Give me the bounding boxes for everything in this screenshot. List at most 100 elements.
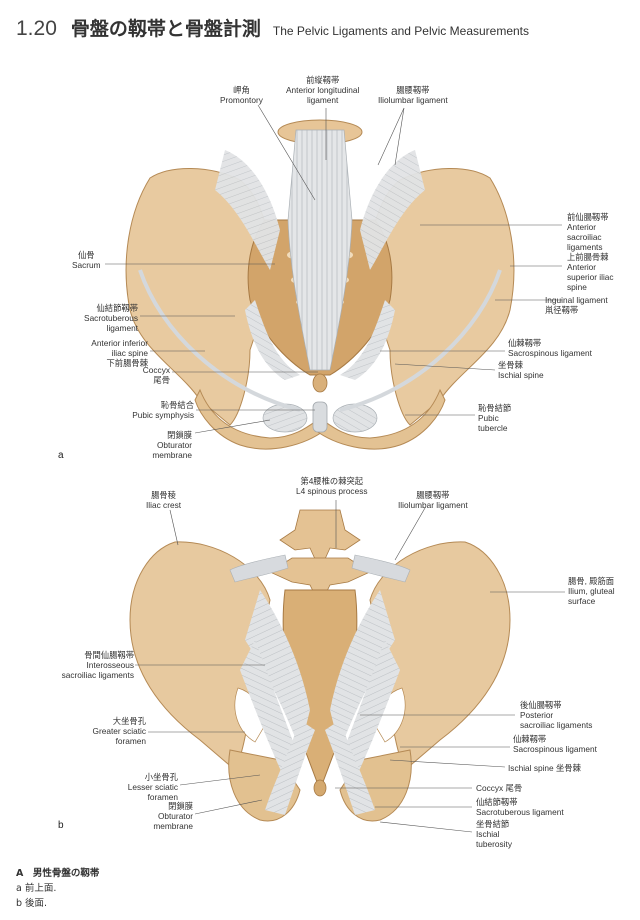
label-sacrospinous-ligament-b: 仙棘靱帯 Sacrospinous ligament (513, 734, 597, 754)
sacrospinous-b-en: Sacrospinous ligament (513, 744, 597, 754)
ischial-spine-b-jp: 坐骨棘 (555, 763, 581, 773)
interosseous-en2: sacroiliac ligaments (61, 670, 134, 680)
sacrum-en: Sacrum (72, 260, 101, 270)
interosseous-jp: 骨間仙腸靱帯 (84, 650, 134, 660)
anterior-longitudinal-en2: ligament (306, 95, 339, 105)
label-anterior-inferior-iliac-spine: Anterior inferior iliac spine 下前腸骨棘 (70, 338, 148, 368)
obturator-b-jp: 閉鎖膜 (168, 801, 193, 811)
sacrum-jp: 仙骨 (77, 250, 95, 260)
coccyx-jp: 尾骨 (153, 375, 170, 385)
anterior-sacroiliac-jp: 前仙腸靱帯 (567, 212, 609, 222)
lesser-sciatic-en1: Lesser sciatic (127, 782, 178, 792)
figure-a-anterosuperior-view: 岬角 Promontory 前縦靱帯 Anterior longitudinal… (0, 70, 640, 470)
lesser-sciatic-en2: foramen (147, 792, 178, 802)
iliolumbar-jp: 腸腰靱帯 (396, 85, 430, 95)
pubic-tubercle-jp: 恥骨結節 (478, 403, 512, 413)
ischial-tuberosity-jp: 坐骨結節 (476, 819, 510, 829)
label-promontory: 岬角 Promontory (220, 85, 263, 105)
label-anterior-sacroiliac-ligaments: 前仙腸靱帯 Anterior sacroiliac ligaments (567, 212, 609, 252)
asis-en2: superior iliac (567, 272, 614, 282)
greater-sciatic-jp: 大坐骨孔 (112, 716, 146, 726)
caption-b: b 後面. (16, 898, 48, 909)
label-lesser-sciatic-foramen: 小坐骨孔 Lesser sciatic foramen (106, 772, 178, 802)
label-interosseous-sacroiliac-ligaments: 骨間仙腸靱帯 Interosseous sacroiliac ligaments (50, 650, 134, 680)
ischial-tuberosity-en1: Ischial (476, 829, 500, 839)
anterior-longitudinal-jp: 前縦靱帯 (306, 75, 340, 85)
inguinal-jp: 鼡径靱帯 (545, 305, 579, 315)
label-obturator-membrane: 閉鎖膜 Obturator membrane (140, 430, 192, 460)
label-ischial-spine: 坐骨棘 Ischial spine (498, 360, 544, 380)
pubic-tubercle-en2: tubercle (478, 423, 508, 433)
ischial-spine-en: Ischial spine (498, 370, 544, 380)
section-number: 1.20 (16, 17, 57, 40)
iliolumbar-en: Iliolumbar ligament (378, 95, 448, 105)
label-greater-sciatic-foramen: 大坐骨孔 Greater sciatic foramen (76, 716, 146, 746)
inguinal-en: Inguinal ligament (545, 295, 608, 305)
asis-en3: spine (567, 282, 587, 292)
sacrospinous-en: Sacrospinous ligament (508, 348, 592, 358)
promontory-en: Promontory (220, 95, 263, 105)
ischial-spine-b-en: Ischial spine (508, 763, 554, 773)
posterior-sacroiliac-jp: 後仙腸靱帯 (520, 700, 562, 710)
promontory-jp: 岬角 (233, 85, 250, 95)
figure-a-letter: a (58, 450, 64, 461)
asis-jp: 上前腸骨棘 (567, 252, 609, 262)
figure-b-letter: b (58, 820, 64, 831)
obturator-en1: Obturator (156, 440, 192, 450)
obturator-en2: membrane (152, 450, 192, 460)
l4-en: L4 spinous process (296, 486, 368, 496)
greater-sciatic-en2: foramen (115, 736, 146, 746)
label-obturator-membrane-b: 閉鎖膜 Obturator membrane (136, 801, 193, 831)
sacrotuberous-b-en: Sacrotuberous ligament (476, 807, 564, 817)
coccyx-b-jp: 尾骨 (505, 783, 523, 793)
sacrotuberous-en1: Sacrotuberous (84, 313, 138, 323)
obturator-jp: 閉鎖膜 (167, 430, 192, 440)
obturator-b-en1: Obturator (157, 811, 193, 821)
figure-a-illustration (105, 104, 562, 450)
label-ischial-tuberosity: 坐骨結節 Ischial tuberosity (476, 819, 512, 849)
ischial-tuberosity-en2: tuberosity (476, 839, 512, 849)
posterior-sacroiliac-en1: Posterior (520, 710, 554, 720)
iliolumbar-b-jp: 腸腰靱帯 (416, 490, 450, 500)
coccyx-b-en: Coccyx (476, 783, 504, 793)
label-ischial-spine-b: Ischial spine 坐骨棘 (508, 763, 581, 773)
label-sacrotuberous-ligament: 仙結節靱帯 Sacrotuberous ligament (74, 303, 138, 333)
label-pubic-symphysis: 恥骨結合 Pubic symphysis (120, 400, 194, 420)
anterior-sacroiliac-en1: Anterior (567, 222, 597, 232)
caption-main: A 男性骨盤の靱帯 (16, 868, 100, 879)
label-sacrotuberous-ligament-b: 仙結節靱帯 Sacrotuberous ligament (476, 797, 564, 817)
label-coccyx-b: Coccyx 尾骨 (476, 783, 522, 793)
iliac-crest-jp: 腸骨稜 (151, 490, 176, 500)
label-inguinal-ligament: Inguinal ligament 鼡径靱帯 (545, 295, 608, 315)
ilium-en1: Ilium, gluteal (568, 586, 615, 596)
label-iliac-crest: 腸骨稜 Iliac crest (146, 490, 181, 510)
label-l4-spinous-process: 第4腰椎の棘突起 L4 spinous process (296, 476, 368, 496)
label-posterior-sacroiliac-ligaments: 後仙腸靱帯 Posterior sacroiliac ligaments (520, 700, 592, 730)
asis-en1: Anterior (567, 262, 597, 272)
label-coccyx: Coccyx 尾骨 (120, 365, 170, 385)
page-header: 1.20 骨盤の靱帯と骨盤計測 The Pelvic Ligaments and… (16, 14, 529, 44)
aiis-en1: Anterior inferior (91, 338, 148, 348)
label-sacrum: 仙骨 Sacrum (72, 250, 101, 270)
sacrospinous-b-jp: 仙棘靱帯 (513, 734, 547, 744)
label-anterior-longitudinal-ligament: 前縦靱帯 Anterior longitudinal ligament (286, 75, 359, 105)
figure-caption: A 男性骨盤の靱帯 a 前上面. b 後面. (16, 866, 99, 911)
anterior-sacroiliac-en2: sacroiliac (567, 232, 602, 242)
coccyx-en: Coccyx (142, 365, 170, 375)
sacrotuberous-jp: 仙結節靱帯 (96, 303, 139, 313)
pubic-tubercle-en1: Pubic (478, 413, 499, 423)
aiis-en2: iliac spine (111, 348, 148, 358)
iliac-crest-en: Iliac crest (146, 500, 182, 510)
ischial-spine-jp: 坐骨棘 (498, 360, 523, 370)
label-iliolumbar-ligament: 腸腰靱帯 Iliolumbar ligament (378, 85, 448, 105)
label-pubic-tubercle: 恥骨結節 Pubic tubercle (478, 403, 511, 433)
sacrospinous-jp: 仙棘靱帯 (508, 338, 542, 348)
figure-b-illustration (129, 500, 565, 833)
greater-sciatic-en1: Greater sciatic (92, 726, 146, 736)
label-iliolumbar-ligament-b: 腸腰靱帯 Iliolumbar ligament (398, 490, 468, 510)
aiis-jp: 下前腸骨棘 (106, 358, 149, 368)
sacrotuberous-b-jp: 仙結節靱帯 (476, 797, 518, 807)
lesser-sciatic-jp: 小坐骨孔 (144, 772, 178, 782)
label-sacrospinous-ligament: 仙棘靱帯 Sacrospinous ligament (508, 338, 592, 358)
ilium-jp: 腸骨, 殿筋面 (568, 576, 615, 586)
